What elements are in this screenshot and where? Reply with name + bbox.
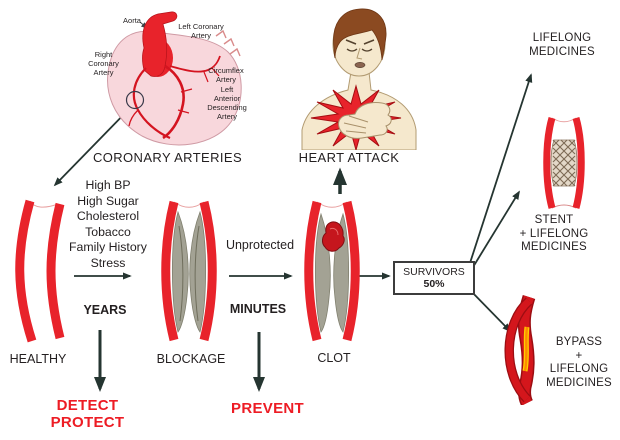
- stent-label: STENT + LIFELONG MEDICINES: [519, 214, 589, 253]
- arrow-heart-to-healthy: [53, 104, 134, 187]
- coronary-arteries-caption: CORONARY ARTERIES: [92, 150, 243, 165]
- clutching-hand: [338, 102, 392, 139]
- survivors-box: SURVIVORS 50%: [393, 261, 475, 295]
- lifelong-medicines-label: LIFELONG MEDICINES: [529, 32, 595, 58]
- prevent-label: PREVENT: [231, 400, 304, 417]
- clot-blob: [322, 221, 345, 252]
- arrow-survivors-to-lifelong: [469, 73, 533, 264]
- unprotected-label: Unprotected: [225, 238, 295, 252]
- circled-artery-marker: [125, 90, 145, 110]
- clot-label: CLOT: [317, 351, 351, 365]
- minutes-label: MINUTES: [229, 302, 287, 316]
- healthy-artery-illustration: [15, 199, 65, 343]
- heart-attack-caption: HEART ATTACK: [298, 150, 400, 165]
- heart-attack-person-illustration: [301, 8, 417, 150]
- healthy-label: HEALTHY: [9, 352, 67, 366]
- clot-artery-illustration: [304, 200, 360, 342]
- arrow-survivors-to-stent: [469, 190, 520, 273]
- stent-illustration: [543, 117, 585, 209]
- circumflex-artery-label: Circumflex Artery: [208, 66, 244, 84]
- arrow-survivors-to-bypass: [467, 287, 512, 333]
- left-coronary-artery-label: Left Coronary Artery: [178, 22, 224, 40]
- left-anterior-descending-artery-label: Left Anterior Descending Artery: [207, 85, 247, 121]
- risk-factors-list: High BP High Sugar Cholesterol Tobacco F…: [69, 178, 147, 270]
- right-coronary-artery-label: Right Coronary Artery: [88, 50, 119, 77]
- blockage-label: BLOCKAGE: [156, 352, 226, 366]
- years-label: YEARS: [83, 303, 127, 317]
- blockage-artery-illustration: [161, 200, 217, 342]
- heart-illustration: [107, 11, 242, 146]
- survivors-label: SURVIVORS: [403, 265, 465, 278]
- aorta-label: Aorta: [123, 16, 141, 25]
- bypass-label: BYPASS + LIFELONG MEDICINES: [546, 336, 612, 389]
- stent-mesh: [552, 139, 576, 187]
- bypass-illustration: [504, 295, 536, 405]
- survivors-percent: 50%: [423, 278, 445, 290]
- detect-protect-label: DETECT PROTECT: [50, 397, 125, 431]
